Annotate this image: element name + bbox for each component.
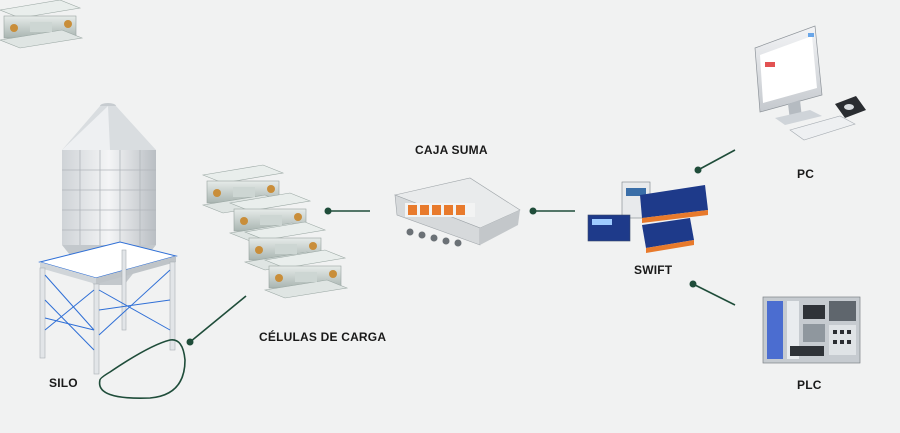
silo-to-cells-line [189,295,247,343]
silo-label: SILO [49,376,78,390]
swift-label: SWIFT [634,263,673,277]
pc-label: PC [797,167,815,181]
connector-dot [324,207,332,215]
connector-dot [694,166,702,174]
junction-box-label: CAJA SUMA [415,143,488,157]
pc-illustration [754,25,866,141]
plc-label: PLC [797,378,822,392]
swift-illustration [587,181,708,253]
connector-dot [689,280,697,288]
swift-to-pc-line [697,149,736,171]
load-cells-label: CÉLULAS DE CARGA [259,330,387,344]
silo-illustration [38,103,178,375]
connector-dot [186,338,194,346]
load-cells-illustration [0,0,84,49]
swift-to-plc-line [692,283,736,306]
connector-dot [529,207,537,215]
junction-box-illustration [393,177,521,247]
plc-illustration [762,296,861,364]
silo-cable [98,339,186,399]
